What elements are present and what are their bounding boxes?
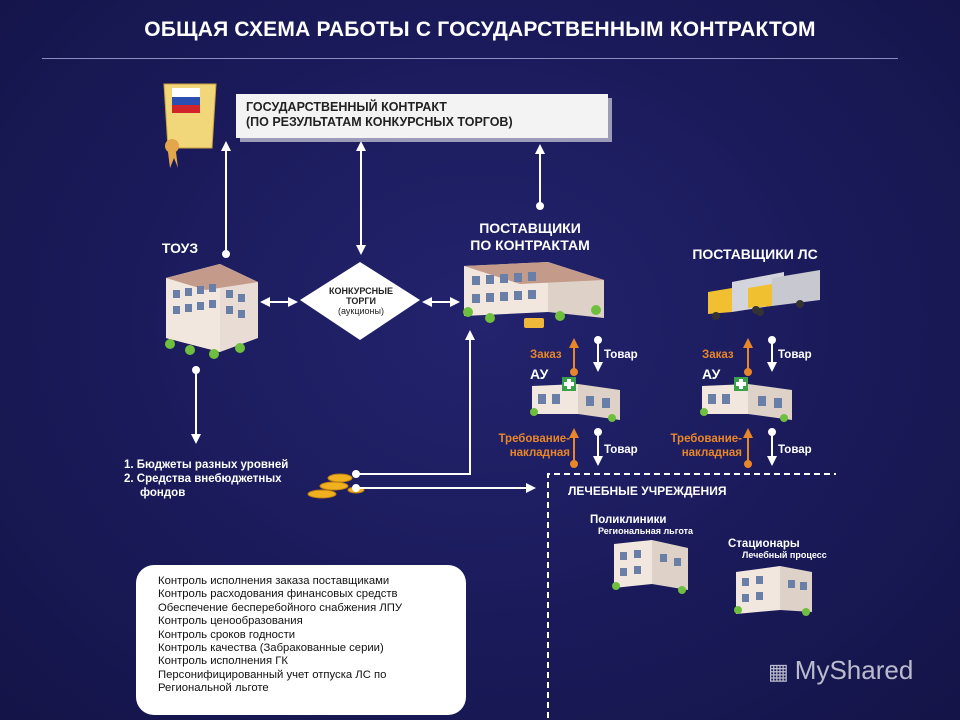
watermark-text: MyShared: [794, 655, 914, 685]
tender-line1: КОНКУРСНЫЕ: [329, 286, 393, 296]
budgets-line2: 2. Средства внебюджетных: [124, 473, 282, 485]
control-item: Региональной льготе: [158, 682, 269, 695]
au-label-left: АУ: [530, 366, 549, 382]
medical-institutions-border: [547, 473, 836, 718]
control-item: Контроль ценообразования: [158, 615, 303, 628]
coins-icon: [307, 473, 365, 499]
hospital-building-icon: [734, 566, 812, 616]
clinics-label: Поликлиники: [590, 514, 667, 526]
contract-suppliers-line2: ПО КОНТРАКТАМ: [470, 237, 590, 253]
tender-label: КОНКУРСНЫЕ ТОРГИ (аукционы): [305, 286, 417, 316]
budgets-label: 1. Бюджеты разных уровней 2. Средства вн…: [124, 458, 324, 500]
au-label-right: АУ: [702, 366, 721, 382]
control-item: Контроль расходования финансовых средств: [158, 588, 398, 601]
state-contract-line1: ГОСУДАРСТВЕННЫЙ КОНТРАКТ: [246, 100, 447, 114]
requirement-right-line2: накладная: [681, 447, 742, 459]
contract-suppliers-label: ПОСТАВЩИКИ ПО КОНТРАКТАМ: [450, 220, 610, 254]
requirement-label-left: Требование- накладная: [480, 432, 570, 460]
medical-institutions-label: ЛЕЧЕБНЫЕ УЧРЕЖДЕНИЯ: [568, 484, 727, 498]
control-item: Контроль сроков годности: [158, 628, 296, 641]
watermark-icon: ▦: [768, 659, 789, 684]
state-contract-box: ГОСУДАРСТВЕННЫЙ КОНТРАКТ (ПО РЕЗУЛЬТАТАМ…: [236, 94, 608, 138]
state-contract-line2: (ПО РЕЗУЛЬТАТАМ КОНКУРСНЫХ ТОРГОВ): [246, 115, 513, 129]
tender-line2: ТОРГИ: [346, 296, 376, 306]
budgets-line3: фондов: [140, 487, 186, 499]
trucks-icon: [708, 270, 820, 320]
connector-arrows: [191, 141, 777, 493]
goods-label-right-bottom: Товар: [778, 444, 812, 456]
touz-label: ТОУЗ: [161, 240, 199, 256]
control-item: Контроль исполнения ГК: [158, 655, 288, 668]
hospitals-sublabel: Лечебный процесс: [742, 550, 827, 560]
order-label-right: Заказ: [702, 349, 734, 361]
touz-building-icon: [165, 264, 258, 359]
control-item: Обеспечение бесперебойного снабжения ЛПУ: [158, 601, 403, 614]
tender-line3: (аукционы): [338, 306, 384, 316]
control-functions-box: Контроль исполнения заказа поставщиками …: [136, 565, 466, 715]
pharmacy-building-right-icon: [700, 377, 792, 422]
clinic-building-icon: [612, 540, 688, 594]
order-label-left: Заказ: [530, 349, 562, 361]
control-item: Контроль исполнения заказа поставщиками: [158, 575, 390, 587]
requirement-left-line2: накладная: [509, 447, 570, 459]
goods-label-right-top: Товар: [778, 349, 812, 361]
goods-label-left-top: Товар: [604, 349, 638, 361]
requirement-right-line1: Требование-: [670, 433, 742, 445]
title-divider: [42, 58, 898, 59]
contract-scroll-icon: [163, 83, 217, 168]
goods-label-left-bottom: Товар: [604, 444, 638, 456]
requirement-left-line1: Требование-: [498, 433, 570, 445]
watermark: ▦MyShared: [768, 655, 913, 686]
budgets-line1: 1. Бюджеты разных уровней: [124, 459, 289, 471]
page-title: ОБЩАЯ СХЕМА РАБОТЫ С ГОСУДАРСТВЕННЫМ КОН…: [144, 18, 816, 41]
control-item: Персонифицированный учет отпуска ЛС по: [158, 668, 387, 681]
hospitals-label: Стационары: [728, 538, 800, 550]
clinics-sublabel: Региональная льгота: [598, 526, 694, 536]
requirement-label-right: Требование- накладная: [652, 432, 742, 460]
tender-diamond: [300, 262, 420, 340]
control-item: Контроль качества (Забракованные серии): [158, 642, 384, 655]
contract-suppliers-building-icon: [463, 262, 604, 328]
order-arrows: [569, 338, 753, 468]
drug-suppliers-label: ПОСТАВЩИКИ ЛС: [692, 246, 818, 262]
pharmacy-building-left-icon: [530, 377, 620, 422]
contract-suppliers-line1: ПОСТАВЩИКИ: [479, 220, 581, 236]
